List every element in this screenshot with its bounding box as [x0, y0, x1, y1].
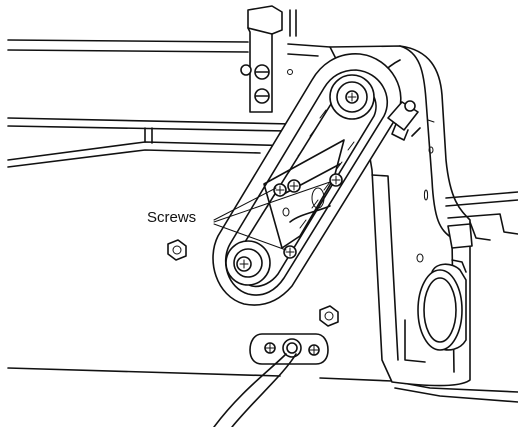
table-extension	[445, 191, 518, 249]
cable-plate	[249, 333, 329, 365]
machine-frame	[7, 39, 518, 403]
callout-leaders	[213, 181, 331, 251]
handwheel	[417, 259, 467, 351]
oil-tube	[387, 100, 421, 141]
top-bracket	[240, 5, 297, 113]
power-cord	[213, 353, 297, 427]
belt-assembly	[212, 53, 402, 306]
hex-bolt-left	[167, 239, 187, 261]
callout-label-screws: Screws	[147, 209, 196, 226]
hex-bolt-bottom	[319, 305, 339, 327]
